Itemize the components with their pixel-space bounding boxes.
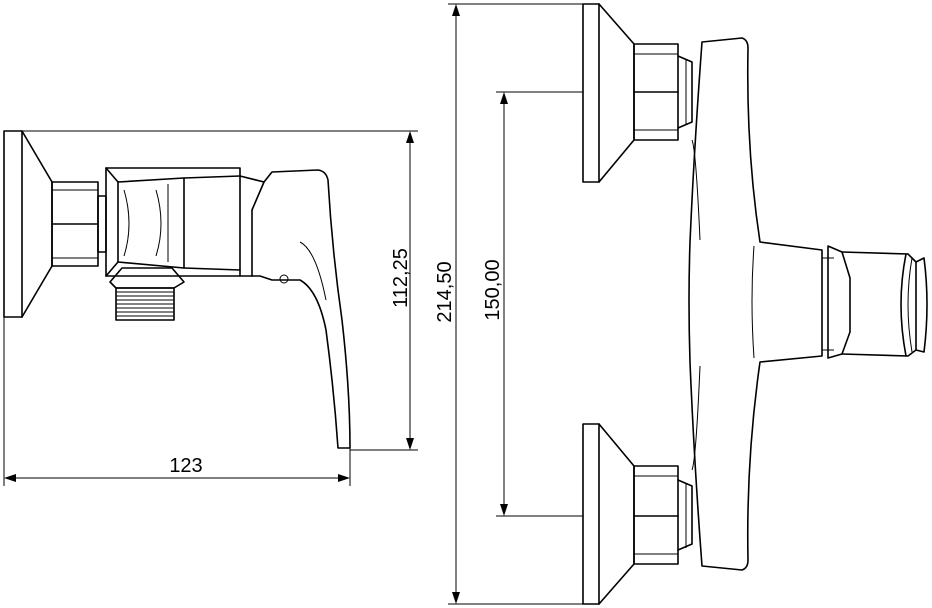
threaded-outlet: [109, 267, 185, 321]
handle-cap-front: [827, 245, 928, 359]
side-height-label: 112,25: [390, 248, 412, 308]
total-height-dimension: 214,50: [434, 3, 583, 605]
total-height-label: 214,50: [434, 261, 456, 322]
wall-escutcheon: [3, 130, 53, 318]
lever-handle-side: [239, 169, 351, 449]
side-height-dimension: 112,25: [22, 130, 418, 451]
lower-escutcheon: [582, 423, 635, 605]
mixer-body-front: [688, 37, 834, 571]
lower-hex-nut: [633, 465, 693, 565]
hex-nut-side: [51, 181, 107, 267]
width-dimension: 123: [3, 317, 351, 486]
front-view: 214,50 150,00: [434, 3, 928, 605]
valve-body-side: [105, 167, 241, 277]
upper-hex-nut: [633, 43, 693, 141]
width-dimension-label: 123: [169, 455, 202, 477]
centers-label: 150,00: [482, 259, 504, 320]
centers-dimension: 150,00: [482, 91, 583, 517]
side-view: 123 112,25: [3, 130, 418, 486]
upper-escutcheon: [582, 3, 635, 183]
